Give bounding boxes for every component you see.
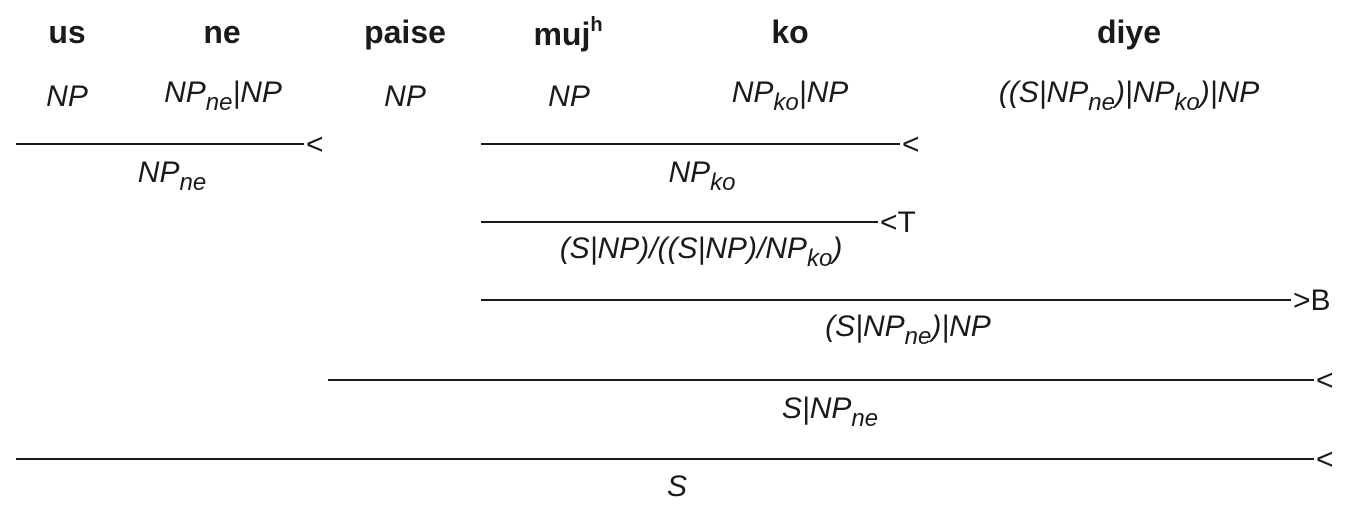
word-ko: ko [771,14,808,51]
word-text: us [48,14,86,50]
category-text: NP [731,76,774,109]
word-text: ne [203,14,241,50]
category-diye: ((S|NPne)|NPko)|NP [999,76,1259,117]
result-subscript: ko [806,245,833,272]
result-5: S|NPne [782,392,878,433]
category-subscript: ne [1088,89,1115,116]
result-text: NP [137,156,180,189]
category-subscript: ko [773,89,799,116]
category-subscript: ne [205,89,233,116]
result-subscript: ne [904,323,932,350]
category-text: )|NP [1114,76,1175,109]
word-text: diye [1096,14,1162,50]
category-paise: NP [384,80,426,114]
category-ko: NPko|NP [732,76,849,117]
category-text: NP [164,76,206,109]
word-text: paise [364,14,446,50]
category-ne: NPne|NP [164,76,282,117]
operator-5: < [1316,364,1334,397]
category-mujh: NP [548,80,590,114]
result-subscript: ko [710,169,736,196]
derivation-rule-6 [16,458,1314,460]
word-superscript: h [590,14,603,36]
result-text: ) [832,232,843,265]
category-text: NP [46,80,88,113]
operator-2: < [902,128,920,161]
category-text: NP [548,80,590,113]
word-us: us [48,14,85,51]
derivation-rule-4 [481,299,1291,301]
result-4: (S|NPne)|NP [825,310,991,351]
word-diye: diye [1097,14,1161,51]
result-text: NP [668,156,711,189]
result-6: S [667,470,687,504]
category-text: )|NP [1199,76,1260,109]
result-text: S|NP [781,392,852,425]
category-text: NP [384,80,426,113]
category-us: NP [46,80,88,114]
operator-1: < [306,128,324,161]
result-text: (S|NP)/((S|NP)/NP [559,232,807,265]
operator-3: <T [880,206,916,239]
word-ne: ne [203,14,240,51]
result-subscript: ne [179,169,207,196]
category-subscript: ko [1174,89,1200,116]
operator-4: >B [1293,284,1331,317]
word-paise: paise [364,14,446,51]
result-text: )|NP [931,310,991,343]
derivation-rule-3 [481,221,878,223]
derivation-rule-1 [16,143,304,145]
category-text: ((S|NP [998,76,1089,109]
operator-6: < [1316,443,1334,476]
word-mujh: mujh [533,14,602,53]
result-text: (S|NP [825,310,905,343]
derivation-rule-2 [481,143,900,145]
category-text: |NP [232,76,282,109]
category-text: |NP [798,76,849,109]
result-2: NPko [668,156,735,197]
result-1: NPne [138,156,206,197]
word-text: muj [533,16,591,52]
result-text: S [666,470,688,503]
derivation-rule-5 [328,379,1314,381]
word-text: ko [771,14,809,50]
result-subscript: ne [851,405,879,432]
result-3: (S|NP)/((S|NP)/NPko) [560,232,843,273]
